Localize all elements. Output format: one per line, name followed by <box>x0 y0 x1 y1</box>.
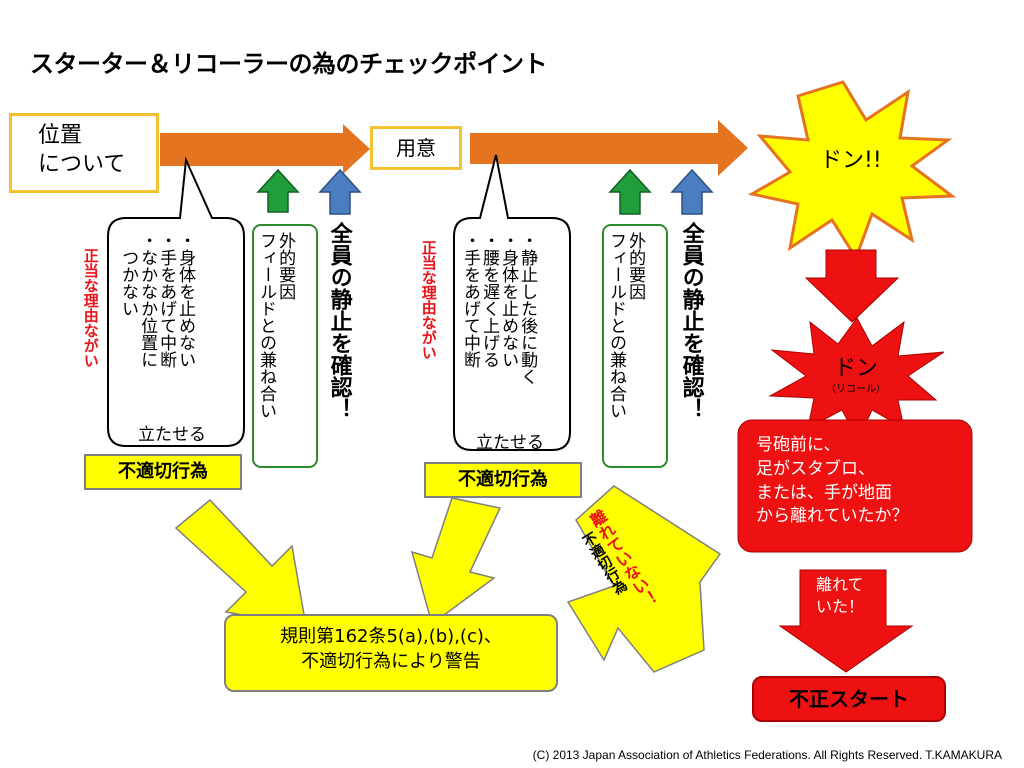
red-down-arrow-1 <box>804 249 900 323</box>
copyright-footer: (C) 2013 Japan Association of Athletics … <box>532 748 1002 762</box>
external-1-text: 外的要因 フィールドとの兼ね合い <box>256 232 296 419</box>
bubble-2 <box>453 154 571 451</box>
bubble-1 <box>107 156 245 447</box>
recall-burst-main: ドン <box>834 356 879 381</box>
external-2-text: 外的要因 フィールドとの兼ね合い <box>606 232 646 419</box>
yellow-arrow-1 <box>174 498 307 627</box>
yes-label: 離れて いた！ <box>816 575 865 616</box>
green-up-arrow-1 <box>256 168 300 213</box>
question-text: 号砲前に、 足がスタブロ、 または、手が地面 から離れていたか？ <box>756 435 909 527</box>
green-up-arrow-2 <box>608 168 652 215</box>
yellow-arrow-2 <box>410 497 502 626</box>
ready-label: 用意 <box>396 136 436 160</box>
bubble-2-footer: 立たせる <box>476 433 544 453</box>
improper-label-2: 不適切行為 <box>424 462 582 498</box>
ready-box: 用意 <box>370 126 462 170</box>
blue-up-arrow-1 <box>318 168 362 215</box>
false-start-label: 不正スタート <box>789 687 909 711</box>
confirm-2: 全員の静止を確認！ <box>678 222 704 420</box>
warning-box: 規則第162条5(a),(b),(c)、 不適切行為により警告 <box>224 614 558 692</box>
recall-burst-sub: （リコール） <box>826 384 886 395</box>
no-reason-1: 正当な理由ながい <box>81 248 100 368</box>
orange-arrow-1 <box>160 124 370 174</box>
red-down-arrow-2 <box>778 569 914 673</box>
false-start-box: 不正スタート <box>752 676 946 722</box>
improper-label-1: 不適切行為 <box>84 454 242 490</box>
blue-up-arrow-2 <box>670 168 714 215</box>
position-box: 位置 について <box>9 113 159 193</box>
position-label: 位置 について <box>38 123 126 177</box>
warning-text: 規則第162条5(a),(b),(c)、 不適切行為により警告 <box>280 626 502 673</box>
bang-label: ドン!! <box>820 148 882 173</box>
bang-starburst <box>747 80 957 262</box>
page-title: スターター＆リコーラーの為のチェックポイント <box>30 50 548 78</box>
external-box-2 <box>602 224 668 468</box>
bubble-2-text: ・静止した後に動く ・身体を止めない ・腰を遅く上げる ・手をあげて中断 <box>460 232 538 385</box>
no-reason-2: 正当な理由ながい <box>419 240 438 360</box>
bubble-1-text: ・身体を止めない ・手をあげて中断 ・なかなか位置に つかない <box>118 232 196 368</box>
external-box-1 <box>252 224 318 468</box>
bubble-1-footer: 立たせる <box>138 425 206 445</box>
yellow-arrow-not-left <box>566 485 722 673</box>
confirm-1: 全員の静止を確認！ <box>326 222 352 420</box>
orange-arrow-2 <box>470 120 748 176</box>
question-box-bg <box>737 419 973 553</box>
